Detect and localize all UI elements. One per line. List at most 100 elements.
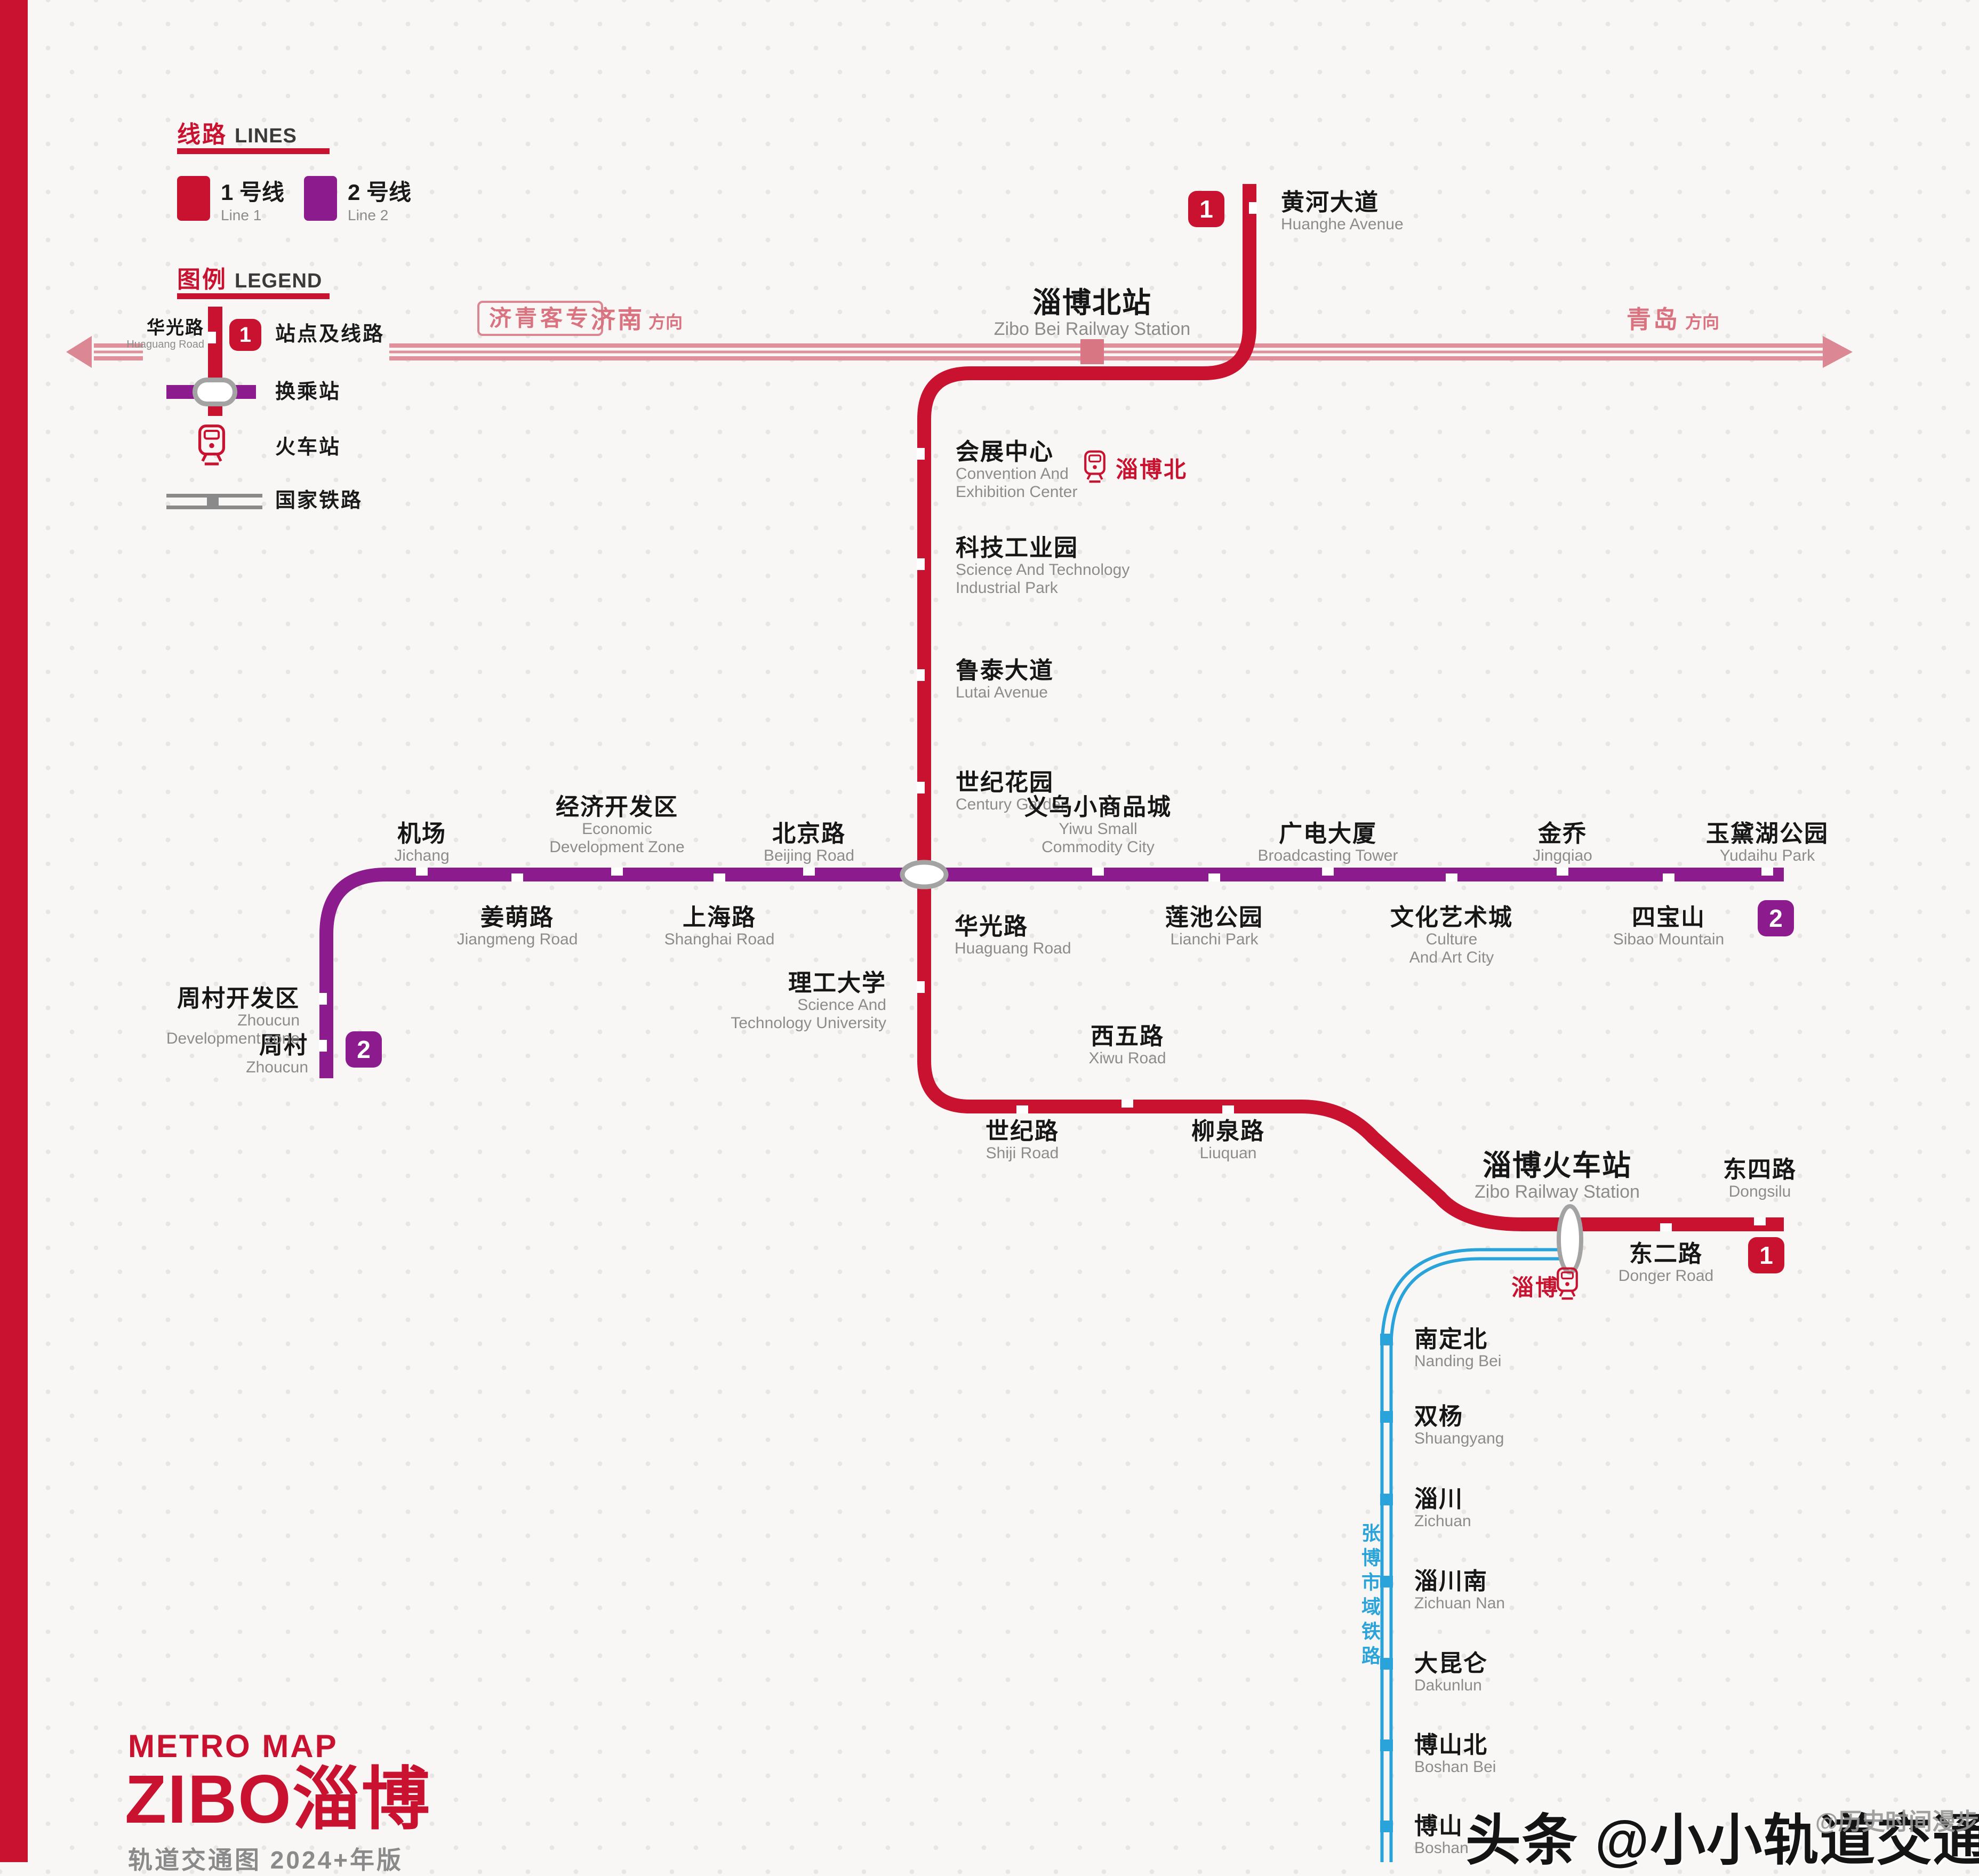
zhangbo-regional-rail [1380, 1248, 1576, 1862]
regional-tick-nanding-bei [1380, 1334, 1393, 1345]
legend-item-stations: 站点及线路 [275, 323, 385, 346]
station-name-zh: 科技工业园 [956, 535, 1078, 561]
station-name-en: Economic [582, 820, 652, 838]
station-name-en: Shiji Road [986, 1144, 1059, 1162]
zhangbo-regional-rail-label: 张博市域铁路 [1359, 1523, 1381, 1670]
railway-direction-suffix-left: 方向 [648, 312, 683, 332]
station-name-en: Science And [797, 996, 886, 1014]
station-name-zh: 东二路 [1629, 1241, 1703, 1267]
station-name-en: Zhoucun [246, 1059, 308, 1076]
regional-tick-dakunlun [1380, 1658, 1393, 1670]
station-name-en: Yiwu Small [1059, 820, 1137, 838]
regional-tick-boshan-bei [1380, 1739, 1393, 1751]
station-name-zh: 黄河大道 [1281, 189, 1379, 215]
station-name-zh: 华光路 [955, 913, 1028, 940]
railway-direction-qingdao: 青岛 [1627, 306, 1680, 333]
station-name-en: Shanghai Road [664, 931, 775, 948]
station-name-zh: 理工大学 [788, 970, 886, 996]
railway-arrow-left [66, 336, 92, 368]
station-name-zh: 淄博火车站 [1482, 1150, 1632, 1182]
station-name-en: Science And Technology [956, 561, 1130, 579]
railway-label-: 淄博北 [1116, 457, 1188, 482]
station-name-zh: 广电大厦 [1279, 821, 1377, 847]
station-name-en: Beijing Road [763, 847, 855, 864]
national-rail-icon-rung [207, 494, 219, 509]
station-name-en: Century Garden [956, 796, 1070, 813]
line-2-path [319, 868, 1784, 1078]
station-name-en: Zichuan [1414, 1512, 1471, 1530]
watermark-small: @历史时间漫步者 [1815, 1809, 1979, 1835]
station-name-zh: 东四路 [1723, 1157, 1797, 1183]
station-name-en: Nanding Bei [1414, 1352, 1502, 1370]
station-name-zh: 上海路 [683, 904, 756, 931]
line-badge-1: 1 [1748, 1237, 1784, 1273]
station-name-en: Boshan [1414, 1839, 1469, 1857]
station-name-zh: 文化艺术城 [1390, 904, 1513, 931]
legend-swatch-line-2 [304, 176, 337, 221]
station-name-zh: 金乔 [1537, 821, 1587, 847]
legend-item-railway-station: 火车站 [275, 436, 341, 459]
watermark-toutiao: 头条 @小小轨道交通 [1465, 1810, 1979, 1872]
station-name-en: Shuangyang [1414, 1430, 1504, 1447]
station-name-en: Technology University [731, 1014, 886, 1032]
map-title-kicker: METRO MAP [128, 1728, 338, 1764]
station-name-en: Huanghe Avenue [1281, 215, 1404, 233]
station-name-zh: 柳泉路 [1191, 1118, 1265, 1144]
station-name-zh: 经济开发区 [555, 794, 678, 820]
station-name-zh: 西五路 [1090, 1023, 1164, 1049]
station-name-zh: 淄川 [1414, 1486, 1463, 1512]
station-name-zh: 义乌小商品城 [1024, 794, 1172, 820]
station-name-en: Exhibition Center [956, 483, 1078, 501]
station-name-en: Zibo Railway Station [1475, 1182, 1640, 1202]
regional-tick-boshan [1380, 1821, 1393, 1832]
legend-item-transfer: 换乘站 [275, 381, 341, 403]
station-name-en: Industrial Park [956, 579, 1058, 597]
station-name-en: Zichuan Nan [1414, 1594, 1505, 1612]
regional-tick-zichuan [1380, 1494, 1393, 1505]
railway-label-: 淄博 [1511, 1275, 1560, 1300]
station-name-zh: 玉黛湖公园 [1706, 821, 1829, 847]
legend-line-en: Line 1 [221, 207, 262, 223]
station-name-zh: 周村 [259, 1032, 308, 1059]
line-badge-1: 1 [1188, 191, 1224, 227]
regional-tick-zichuan-nan [1380, 1576, 1393, 1588]
station-name-en: Development Zone [549, 838, 685, 856]
station-name-en: Sibao Mountain [1613, 931, 1725, 948]
legend-sample-tick [208, 332, 216, 343]
map-subtitle: 轨道交通图 2024+年版 [128, 1846, 403, 1874]
station-name-en: Yudaihu Park [1719, 847, 1815, 864]
station-name-en: Dongsilu [1728, 1183, 1791, 1200]
train-icon [1555, 1267, 1580, 1305]
legend-rule-1 [177, 148, 330, 154]
railway-station-marker [1080, 339, 1104, 364]
railway-direction-suffix-right: 方向 [1685, 312, 1720, 332]
station-name-zh: 双杨 [1414, 1404, 1463, 1430]
station-name-en: Liuquan [1199, 1144, 1257, 1162]
station-name-zh: 四宝山 [1631, 904, 1705, 931]
map-title: ZIBO淄博 [125, 1761, 431, 1838]
